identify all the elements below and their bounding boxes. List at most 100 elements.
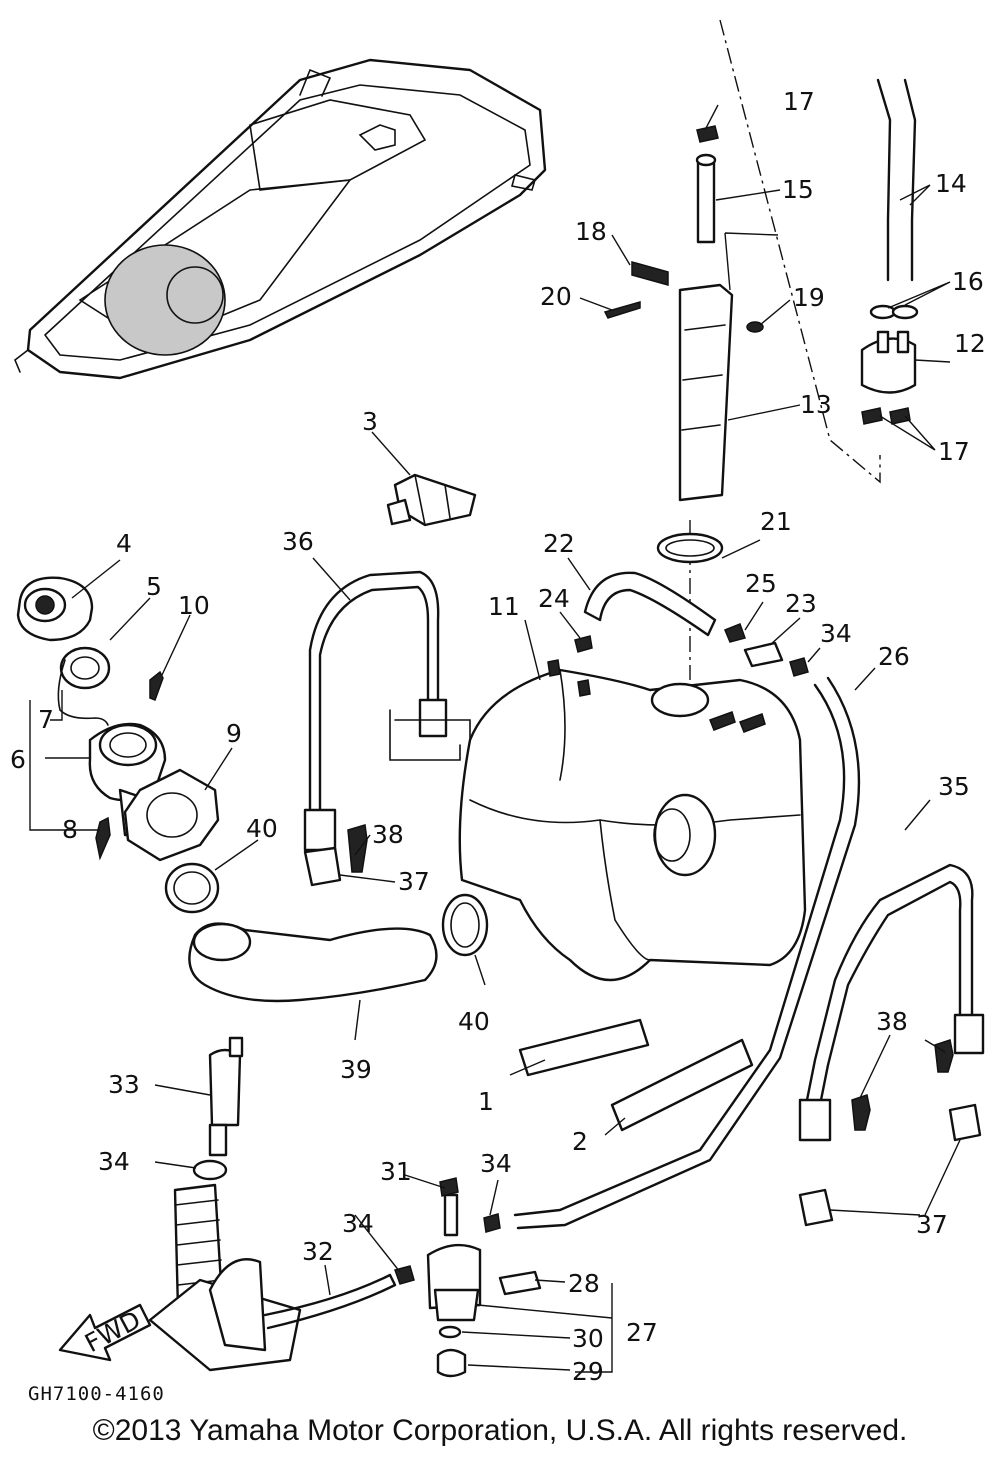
- callout-39: 39: [340, 1055, 372, 1084]
- drawing-code: GH7100-4160: [28, 1383, 165, 1405]
- part-17-clamps-lower: [861, 407, 911, 425]
- part-35-band: [798, 863, 985, 1142]
- callout-36: 36: [282, 527, 314, 556]
- part-14-pipes: [876, 78, 917, 282]
- part-24-clamp: [574, 635, 593, 653]
- callout-38-b: 38: [876, 1007, 908, 1036]
- callout-34-c: 34: [342, 1209, 374, 1238]
- callout-29: 29: [572, 1357, 604, 1386]
- callout-19: 19: [793, 283, 825, 312]
- callout-3: 3: [362, 407, 378, 436]
- part-21-clamp: [656, 532, 724, 564]
- part-37-clip-c: [798, 1188, 834, 1227]
- callout-11: 11: [488, 592, 520, 621]
- part-27-fuel-filter: [426, 1193, 482, 1322]
- part-8-rivet: [95, 816, 111, 861]
- part-5-gasket: [59, 646, 111, 690]
- part-17-clamp-top: [696, 125, 719, 143]
- callout-28: 28: [568, 1269, 600, 1298]
- part-9-gasket: [123, 768, 220, 862]
- callout-15: 15: [782, 175, 814, 204]
- callout-25: 25: [745, 569, 777, 598]
- callout-17-lower: 17: [938, 437, 970, 466]
- callout-5: 5: [146, 572, 162, 601]
- callout-34-b: 34: [98, 1147, 130, 1176]
- fwd-arrow-icon: FWD: [58, 1303, 152, 1362]
- callout-40-b: 40: [458, 1007, 490, 1036]
- part-13-filter: [678, 283, 734, 502]
- fwd-arrow-label: FWD: [80, 1305, 145, 1358]
- callout-16: 16: [952, 267, 984, 296]
- part-26-hose: [513, 683, 846, 1217]
- part-31-valve: [439, 1177, 459, 1197]
- callout-8: 8: [62, 815, 78, 844]
- callout-12: 12: [954, 329, 986, 358]
- part-38-bolt-c: [851, 1094, 871, 1131]
- callout-2: 2: [572, 1127, 588, 1156]
- part-30-o-ring: [438, 1325, 462, 1339]
- part-10-screw: [149, 670, 164, 701]
- part-33-breather: [208, 1036, 244, 1157]
- callout-4: 4: [116, 529, 132, 558]
- watercraft-overview: [14, 58, 547, 380]
- part-11-fuel-tank: [458, 659, 807, 982]
- part-23-valve: [743, 641, 784, 668]
- callout-21: 21: [760, 507, 792, 536]
- callout-27: 27: [626, 1318, 658, 1347]
- assembly-line-a: [719, 19, 881, 484]
- part-12-pickup: [860, 330, 917, 394]
- part-32-hose: [263, 1273, 397, 1330]
- callout-24: 24: [538, 584, 570, 613]
- callout-7: 7: [38, 705, 54, 734]
- part-18-bolt: [631, 261, 669, 286]
- part-34-clamp-d: [483, 1213, 501, 1233]
- part-7-chain: [57, 659, 109, 726]
- callout-30: 30: [572, 1324, 604, 1353]
- callout-34-d: 34: [480, 1149, 512, 1178]
- callout-31: 31: [380, 1157, 412, 1186]
- part-37-clip-a: [303, 846, 342, 887]
- callout-18: 18: [575, 217, 607, 246]
- callout-32: 32: [302, 1237, 334, 1266]
- callout-37-b: 37: [916, 1210, 948, 1239]
- part-22-hose: [583, 571, 717, 637]
- part-28-bracket: [498, 1270, 542, 1296]
- part-34-clamp-b: [192, 1159, 228, 1181]
- callout-33: 33: [108, 1070, 140, 1099]
- callout-26: 26: [878, 642, 910, 671]
- callout-6: 6: [10, 745, 26, 774]
- part-36-band: [303, 570, 471, 857]
- part-1-pad: [518, 1018, 650, 1077]
- callout-38-a: 38: [372, 820, 404, 849]
- part-34-clamp-a: [789, 657, 809, 677]
- part-2-pad: [610, 1038, 754, 1132]
- part-20-pin: [603, 301, 641, 319]
- part-38-bolt-b: [934, 1039, 954, 1073]
- callout-23: 23: [785, 589, 817, 618]
- part-4-fuel-cap: [16, 576, 94, 642]
- part-16-clamps: [869, 304, 919, 320]
- callout-37-a: 37: [398, 867, 430, 896]
- part-3-bracket: [386, 473, 477, 527]
- callout-35: 35: [938, 772, 970, 801]
- callout-40-a: 40: [246, 814, 278, 843]
- callout-10: 10: [178, 591, 210, 620]
- part-34-clamp-c: [394, 1265, 415, 1285]
- callout-22: 22: [543, 529, 575, 558]
- bellows-assembly: [148, 1183, 302, 1372]
- part-40-clamp-b: [441, 893, 489, 957]
- callout-labels: 1 2 3 4 5 6 7 8 9 10 11 12 13 14 15 16 1…: [10, 87, 986, 1386]
- part-25-clamp: [724, 623, 746, 643]
- callout-14: 14: [935, 169, 967, 198]
- tank-location-highlight: [104, 244, 226, 356]
- callout-17-top: 17: [783, 87, 815, 116]
- callout-20: 20: [540, 282, 572, 311]
- part-15-pipe: [696, 158, 716, 244]
- part-19-washer: [746, 321, 764, 333]
- part-29-cup: [436, 1348, 467, 1378]
- callout-9: 9: [226, 719, 242, 748]
- part-38-bolt-a: [347, 824, 368, 873]
- copyright-notice: ©2013 Yamaha Motor Corporation, U.S.A. A…: [92, 1414, 908, 1447]
- callout-1: 1: [478, 1087, 494, 1116]
